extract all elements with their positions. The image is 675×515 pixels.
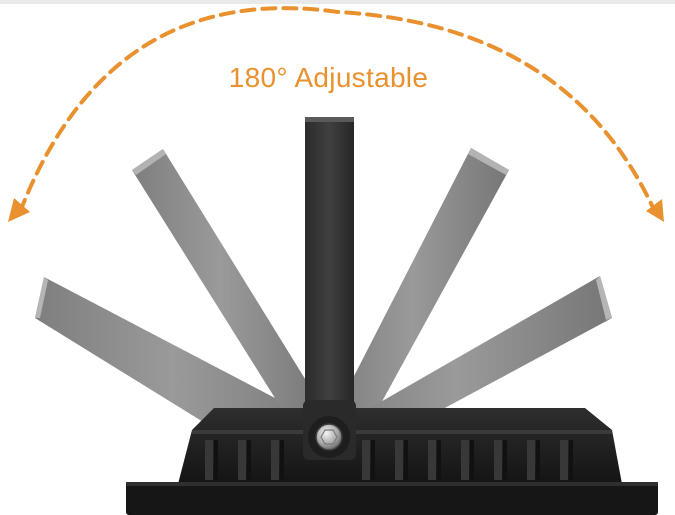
rotation-arc bbox=[18, 6, 657, 214]
arrowhead-right-icon bbox=[646, 199, 664, 222]
floodlight-housing bbox=[126, 408, 658, 515]
bracket-ghost-right-mid bbox=[333, 148, 509, 438]
arrowhead-left-icon bbox=[8, 198, 30, 222]
bracket-vertical bbox=[303, 117, 356, 460]
top-rule bbox=[0, 0, 675, 4]
pivot-bolt-icon bbox=[315, 423, 343, 451]
adjustment-caption: 180° Adjustable bbox=[228, 62, 429, 93]
bracket-ghost-left-mid bbox=[132, 149, 328, 438]
